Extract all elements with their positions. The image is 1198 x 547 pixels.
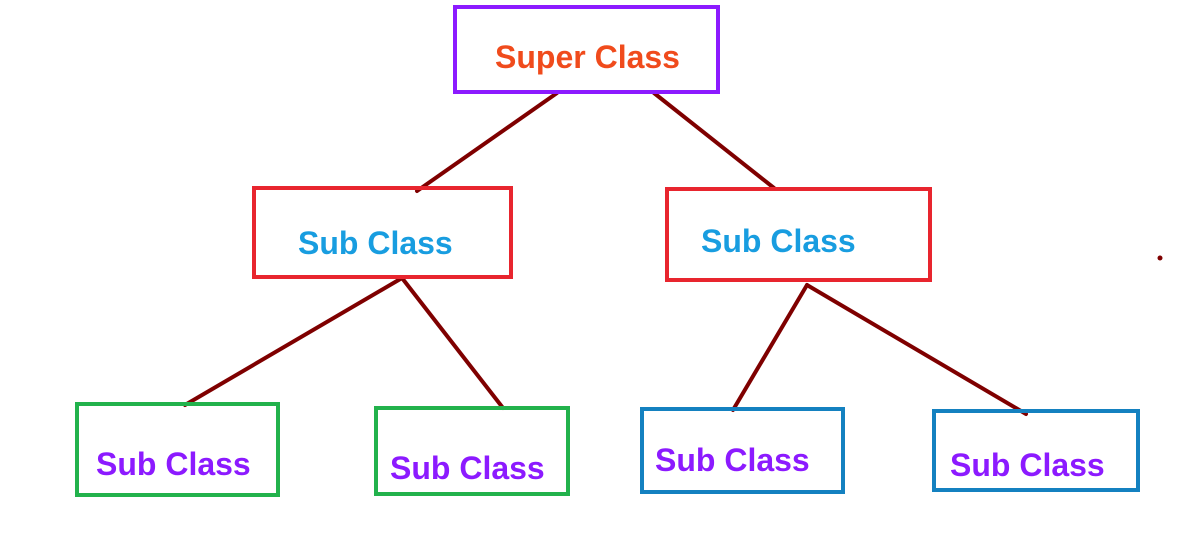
edge-left-subclass-to-subclass-a — [183, 276, 404, 407]
sub-class-label: Sub Class — [96, 446, 251, 482]
edge-super-to-right-subclass — [652, 91, 776, 190]
sub-class-box-level2-a: Sub Class — [75, 402, 280, 497]
edge-right-subclass-to-subclass-d — [805, 283, 1028, 416]
sub-class-box-level1-left: Sub Class — [252, 186, 513, 279]
super-class-label: Super Class — [495, 39, 680, 75]
stray-dot — [1157, 255, 1163, 261]
sub-class-box-level2-d: Sub Class — [932, 409, 1140, 492]
sub-class-label: Sub Class — [950, 447, 1105, 483]
sub-class-box-level1-right: Sub Class — [665, 187, 932, 282]
edge-right-subclass-to-subclass-c — [731, 283, 809, 412]
sub-class-box-level2-c: Sub Class — [640, 407, 845, 494]
sub-class-label: Sub Class — [701, 223, 856, 259]
super-class-box: Super Class — [453, 5, 720, 94]
sub-class-box-level2-b: Sub Class — [374, 406, 570, 496]
edge-super-to-left-subclass — [415, 91, 559, 193]
sub-class-label: Sub Class — [390, 450, 545, 486]
sub-class-label: Sub Class — [655, 442, 810, 478]
sub-class-label: Sub Class — [298, 225, 453, 261]
edge-left-subclass-to-subclass-b — [400, 276, 505, 410]
